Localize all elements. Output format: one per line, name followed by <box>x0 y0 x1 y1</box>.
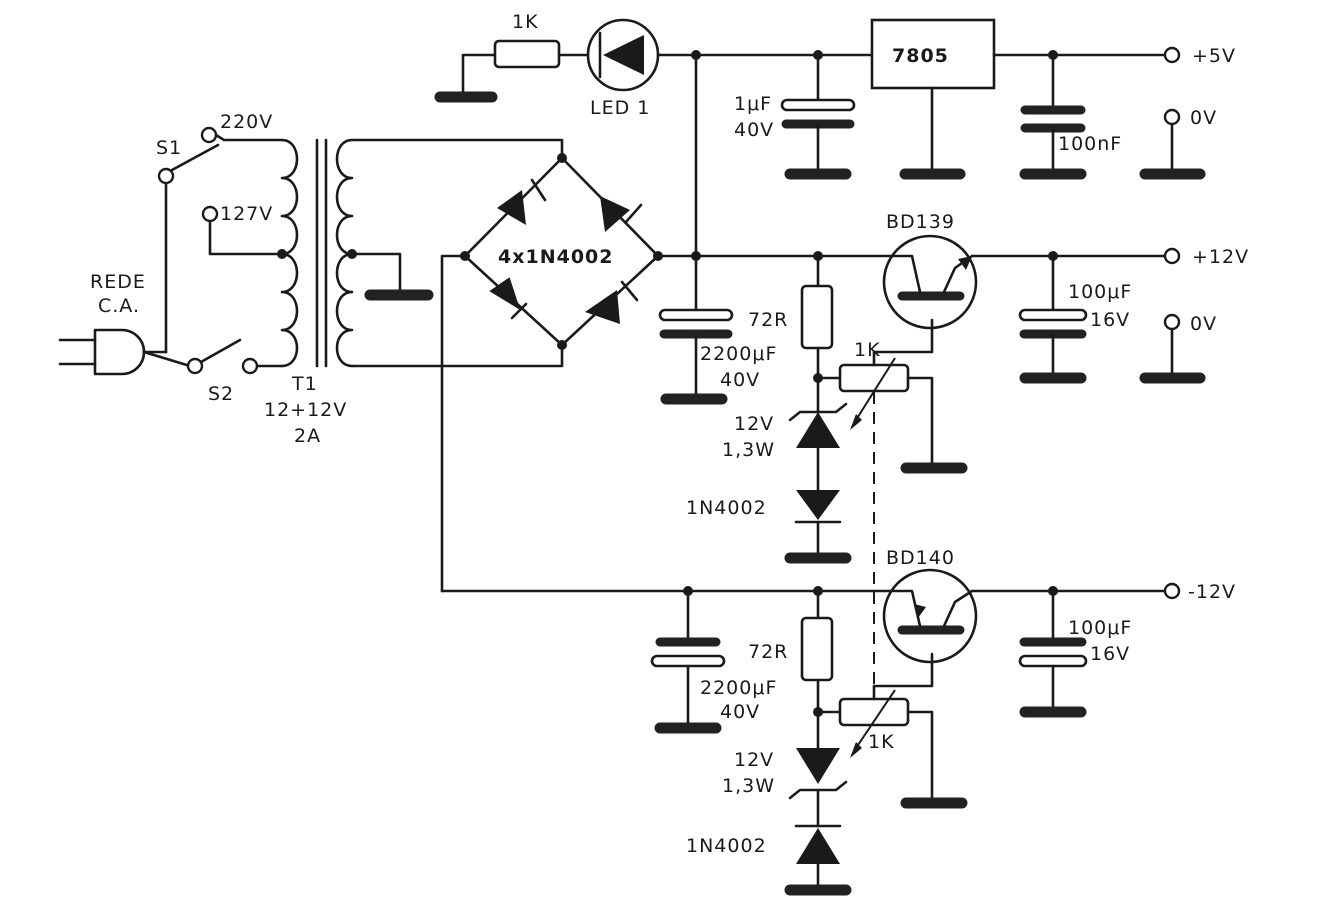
label-z-neg-volt: 12V <box>734 749 774 771</box>
switch-s1 <box>170 143 220 172</box>
label-z-neg-power: 1,3W <box>722 775 775 797</box>
capacitor-2200uf-pos <box>658 308 734 322</box>
label-t1-current: 2A <box>294 425 321 447</box>
label-d-pos: 1N4002 <box>686 497 767 519</box>
label-c-neg-out-volt: 16V <box>1090 643 1130 665</box>
label-r-pos-bias: 72R <box>748 309 788 331</box>
label-c-neg-filter-volt: 40V <box>720 701 760 723</box>
terminal-minus-12v <box>1163 582 1181 600</box>
terminal-0v-b <box>1163 313 1181 331</box>
bridge-rectifier <box>440 153 663 593</box>
label-z-pos-power: 1,3W <box>722 439 775 461</box>
label-led: LED 1 <box>590 97 650 119</box>
label-out-p12v: +12V <box>1192 246 1249 268</box>
component-labels: 1K LED 1 7805 +5V 0V 1μF 40V 100nF S1 22… <box>90 11 1249 857</box>
plus-12v-section <box>656 53 1206 564</box>
diode-1n4002-neg <box>796 828 840 864</box>
resistor-72r-pos <box>800 284 834 350</box>
led-resistor <box>493 39 561 69</box>
diode-1n4002-pos <box>796 490 840 520</box>
capacitor-2200uf-neg <box>650 654 726 668</box>
label-mains-1: REDE <box>90 271 146 293</box>
label-c-pos-out-volt: 16V <box>1090 309 1130 331</box>
label-r-neg-bias: 72R <box>748 641 788 663</box>
label-bridge: 4x1N4002 <box>498 246 613 268</box>
terminal-0v-a <box>1163 108 1181 126</box>
label-d-neg: 1N4002 <box>686 835 767 857</box>
zener-diode-neg <box>796 748 840 784</box>
led1 <box>586 18 660 92</box>
label-out-5v: +5V <box>1192 45 1236 67</box>
switch-s2-terminal <box>186 357 204 375</box>
mains-input-section <box>58 126 564 376</box>
label-out-n12v: -12V <box>1188 581 1236 603</box>
label-t1: T1 <box>291 373 318 395</box>
label-c-pos-out-val: 100μF <box>1068 281 1132 303</box>
label-pot-pos: 1K <box>854 339 881 361</box>
resistor-72r-neg <box>800 616 834 682</box>
label-c-1uf-volt: 40V <box>734 119 774 141</box>
terminal-plus-12v <box>1163 247 1181 265</box>
label-tap-220: 220V <box>220 111 273 133</box>
capacitor-100uf-neg <box>1018 654 1088 668</box>
switch-s1-terminal <box>157 167 175 185</box>
label-mains-2: C.A. <box>98 295 140 317</box>
mains-plug-icon <box>58 328 168 376</box>
label-out-0v-b: 0V <box>1190 313 1217 335</box>
label-regulator: 7805 <box>892 45 949 67</box>
label-c-1uf-val: 1μF <box>734 93 772 115</box>
minus-12v-section <box>440 568 1181 896</box>
terminal-plus-5v <box>1163 46 1181 64</box>
label-s1: S1 <box>156 137 182 159</box>
label-tap-127: 127V <box>220 203 273 225</box>
switch-s2 <box>199 338 242 364</box>
transistor-bd139 <box>882 234 978 330</box>
capacitor-100uf-pos <box>1018 308 1088 322</box>
label-s2: S2 <box>208 383 234 405</box>
label-pot-neg: 1K <box>868 731 895 753</box>
label-t1-rating: 12+12V <box>264 399 347 421</box>
label-z-pos-volt: 12V <box>734 413 774 435</box>
transistor-bd140 <box>882 568 978 664</box>
capacitor-1uf <box>780 98 856 112</box>
label-q1: BD139 <box>886 211 955 233</box>
label-c-neg-out-val: 100μF <box>1068 617 1132 639</box>
label-out-0v-a: 0V <box>1190 107 1217 129</box>
label-q2: BD140 <box>886 547 955 569</box>
potentiometer-1k-pos <box>838 363 910 393</box>
label-c-pos-filter-volt: 40V <box>720 369 760 391</box>
five-volt-section <box>434 18 1206 180</box>
label-c-neg-filter-val: 2200μF <box>700 677 777 699</box>
label-c-100nf: 100nF <box>1058 133 1122 155</box>
transformer-primary <box>280 138 299 368</box>
label-r-led: 1K <box>512 11 539 33</box>
label-c-pos-filter-val: 2200μF <box>700 343 777 365</box>
zener-diode-pos <box>796 412 840 448</box>
